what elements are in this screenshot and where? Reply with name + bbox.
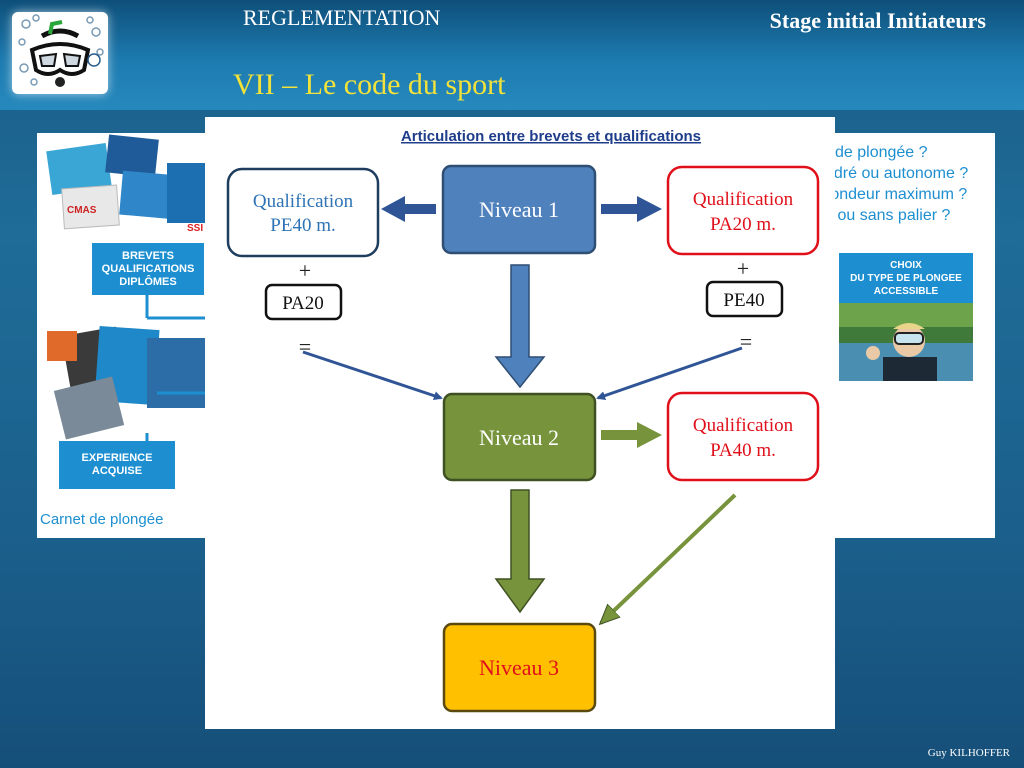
brevets-box: BREVETS QUALIFICATIONS DIPLÔMES [92,243,204,295]
section-title: REGLEMENTATION [243,5,441,30]
qual-pa40-line1: Qualification [693,415,794,436]
plus-right: + [737,256,749,281]
qual-pa40-line2: PA40 m. [710,440,776,461]
qual-pa20-line1: Qualification [693,189,794,210]
right-choice-image: de plongée ? adré ou autonome ? rondeur … [833,133,995,538]
articulation-diagram: Articulation entre brevets et qualificat… [226,128,820,713]
carnet-label: Carnet de plongée [40,511,164,528]
pa20-label: PA20 [282,293,324,314]
diver-photo [839,303,973,381]
qual-pa40-box [666,391,820,482]
pe40-label: PE40 [723,290,764,311]
svg-text:CMAS: CMAS [67,205,97,216]
plus-left: + [299,258,311,283]
arrow-n2-to-pa40 [601,422,662,448]
qual-pa20-box [666,165,820,256]
qual-pe40-line2: PE40 m. [270,215,335,236]
niveau2-box [442,392,597,482]
question-line: de plongée ? [835,144,928,161]
qual-pa20-line2: PA20 m. [710,214,776,235]
question-line: c ou sans palier ? [833,207,951,224]
pe40-box [705,280,784,318]
arrow-n1-to-pe40 [381,196,436,222]
left-brevets-image: CMAS SSI BREVETS QUALIFICATIONS DIPLÔMES… [37,133,207,538]
author-footer: Guy KILHOFFER [927,747,1010,759]
chapter-title: VII – Le code du sport [233,68,506,101]
arrow-left-to-n2 [302,350,443,401]
experience-box: EXPERIENCE ACQUISE [59,441,175,489]
svg-text:SSI: SSI [187,223,203,234]
equals-right: = [740,329,752,354]
qual-pe40-line1: Qualification [253,191,354,212]
niveau1-box [441,164,597,255]
niveau2-label: Niveau 2 [479,425,559,450]
niveau1-label: Niveau 1 [479,197,559,222]
question-line: adré ou autonome ? [833,165,969,182]
arrow-n1-to-pa20 [601,196,662,222]
niveau3-label: Niveau 3 [479,655,559,680]
header-wave-background [0,0,1024,110]
arrow-pa40-to-n3 [601,493,737,623]
club-logo [12,12,108,94]
arrow-n2-to-n3 [494,489,546,614]
stage-title: Stage initial Initiateurs [769,8,986,33]
niveau3-box [442,622,597,713]
diagram-title: Articulation entre brevets et qualificat… [401,128,701,145]
arrow-n1-to-n2 [494,264,546,389]
arrow-right-to-n2 [596,346,743,400]
pa20-box [264,283,343,321]
question-line: rondeur maximum ? [833,186,968,203]
choice-box: CHOIX DU TYPE DE PLONGEE ACCESSIBLE [839,253,973,303]
qual-pe40-box [226,167,380,258]
diagram-panel: Articulation entre brevets et qualificat… [205,117,835,729]
